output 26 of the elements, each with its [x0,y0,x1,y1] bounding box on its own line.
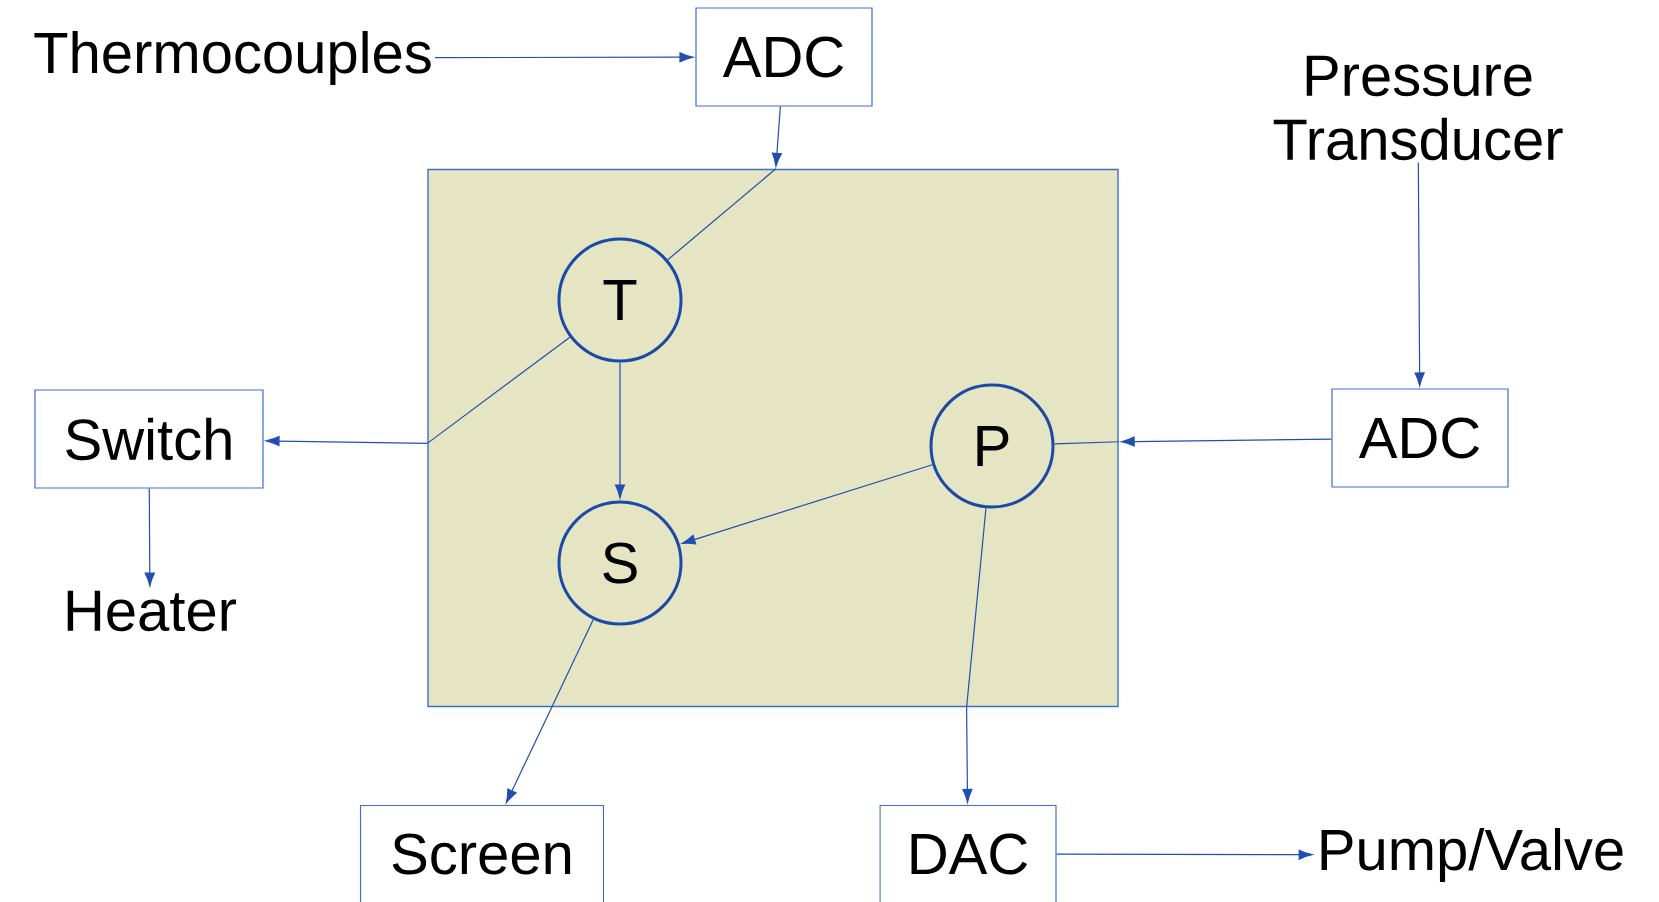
text-label: Pressure Transducer [1273,55,1563,161]
text-label: Heater [67,590,237,632]
connector-line [551,618,594,708]
arrow [144,488,155,587]
text-label: Pump/Valve [1321,827,1623,882]
arrow [265,435,428,447]
arrow [1414,161,1425,387]
arrow [962,706,973,803]
connector-line [667,168,777,261]
arrow [1056,849,1313,860]
process-box: ADC [1331,388,1509,488]
text-label: Thermocouples [34,30,431,85]
arrow [1120,436,1332,447]
connector-line [966,507,987,708]
process-box: Switch [34,389,264,489]
arrow [434,52,694,63]
connector-line [426,336,571,444]
arrow [681,464,933,545]
connector-line [1053,441,1120,445]
arrow [771,106,782,167]
process-box: DAC [879,804,1057,902]
process-box: ADC [695,7,873,107]
arrow [505,706,553,804]
arrow [614,361,626,499]
process-box: Screen [359,804,605,902]
system-box [427,168,1119,708]
